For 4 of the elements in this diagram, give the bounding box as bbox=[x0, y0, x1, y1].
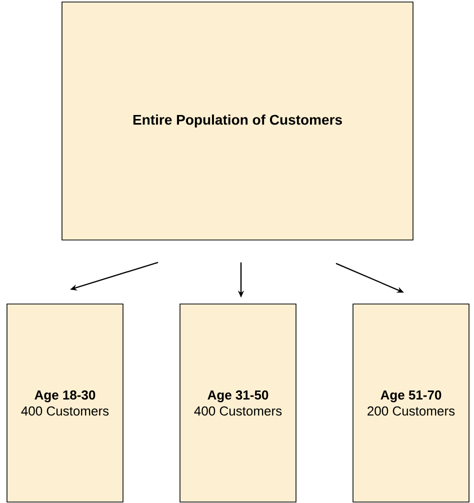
group-box: Age 18-30 400 Customers bbox=[6, 304, 124, 502]
group-box: Age 51-70 200 Customers bbox=[352, 304, 470, 502]
group-box: Age 31-50 400 Customers bbox=[180, 304, 296, 502]
population-box: Entire Population of Customers bbox=[62, 2, 414, 240]
